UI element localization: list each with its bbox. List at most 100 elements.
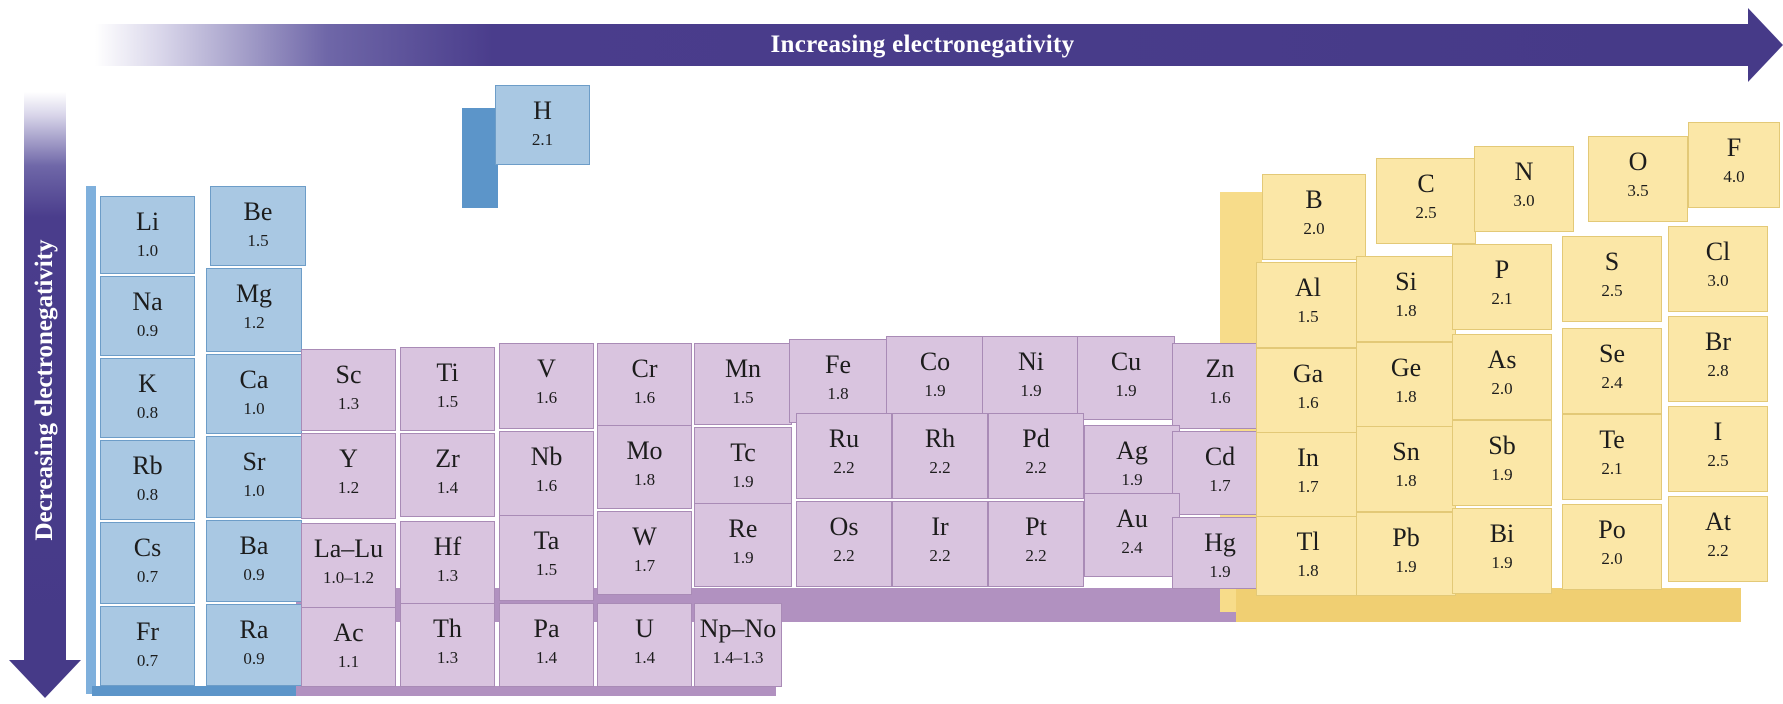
element-symbol: Ag — [1116, 436, 1148, 465]
hydrogen-cube-face — [462, 108, 498, 208]
s-block-bottom-face — [92, 686, 296, 696]
increasing-arrow-head — [1748, 8, 1783, 82]
increasing-electronegativity-label: Increasing electronegativity — [770, 31, 1075, 58]
element-symbol: Tl — [1296, 527, 1320, 556]
electronegativity-value: 1.6 — [535, 388, 558, 407]
electronegativity-value: 1.4 — [535, 648, 558, 667]
electronegativity-value: 1.6 — [1297, 393, 1319, 412]
electronegativity-value: 2.0 — [1303, 219, 1325, 238]
electronegativity-value: 1.2 — [337, 478, 360, 497]
electronegativity-value: 1.9 — [1491, 553, 1513, 572]
element-symbol: Cs — [133, 533, 162, 562]
electronegativity-value: 1.4 — [436, 478, 459, 497]
electronegativity-value: 1.7 — [1209, 476, 1231, 495]
electronegativity-value: 0.9 — [243, 565, 265, 584]
element-symbol: Cd — [1204, 442, 1236, 471]
electronegativity-value: 1.7 — [1297, 477, 1319, 496]
electronegativity-value: 1.8 — [1395, 471, 1417, 490]
element-symbol: At — [1705, 507, 1731, 536]
element-symbol: As — [1487, 345, 1517, 374]
element-symbol: I — [1713, 417, 1723, 446]
increasing-arrow-bar — [95, 24, 1750, 66]
element-symbol: Te — [1599, 425, 1625, 454]
element-symbol: Nb — [530, 442, 563, 471]
element-symbol: Ge — [1390, 353, 1422, 382]
electronegativity-value: 0.9 — [136, 321, 159, 340]
electronegativity-value: 1.9 — [1020, 381, 1042, 400]
electronegativity-value: 1.1 — [337, 652, 360, 671]
electronegativity-value: 2.1 — [1601, 459, 1623, 478]
electronegativity-value: 1.3 — [337, 394, 360, 413]
electronegativity-value: 1.5 — [247, 231, 269, 250]
f-row-bottom-face — [296, 686, 776, 696]
electronegativity-value: 1.3 — [436, 648, 459, 667]
element-symbol: Hg — [1204, 528, 1236, 557]
element-symbol: V — [537, 354, 556, 383]
element-symbol: Zn — [1205, 354, 1235, 383]
electronegativity-value: 1.9 — [1209, 562, 1231, 581]
electronegativity-value: 1.7 — [633, 556, 656, 575]
element-symbol: Pt — [1025, 512, 1047, 541]
element-symbol: Ni — [1018, 347, 1044, 376]
electronegativity-value: 3.5 — [1627, 181, 1649, 200]
element-symbol: Ba — [239, 531, 269, 560]
electronegativity-value: 2.2 — [1707, 541, 1729, 560]
element-symbol: Y — [339, 444, 358, 473]
element-symbol: Hf — [433, 532, 462, 561]
electronegativity-value: 1.0 — [243, 399, 265, 418]
element-cell-cd: Cd 1.7 — [1172, 431, 1268, 515]
electronegativity-value: 2.2 — [833, 546, 855, 565]
electronegativity-value: 2.0 — [1601, 549, 1623, 568]
element-cell-hg: Hg 1.9 — [1172, 517, 1268, 589]
element-symbol: H — [533, 96, 552, 125]
electronegativity-value: 1.5 — [732, 388, 754, 407]
element-symbol: Tc — [730, 438, 756, 467]
element-cell-mn: Mn 1.5 — [694, 343, 792, 425]
element-symbol: Cl — [1705, 237, 1731, 266]
element-symbol: Co — [919, 347, 951, 376]
electronegativity-value: 2.5 — [1707, 451, 1729, 470]
element-symbol: Os — [829, 512, 859, 541]
element-cell-te: Te 2.1 — [1562, 414, 1662, 500]
element-symbol: Mn — [724, 354, 762, 383]
electronegativity-value: 1.6 — [633, 388, 656, 407]
element-symbol: Li — [135, 207, 160, 236]
element-cell-os: Os 2.2 — [796, 501, 892, 587]
element-symbol: Ir — [931, 512, 949, 541]
electronegativity-value: 1.5 — [1297, 307, 1319, 326]
element-cell-y: Y 1.2 — [301, 433, 396, 519]
electronegativity-value: 1.0 — [243, 481, 265, 500]
electronegativity-value: 1.8 — [1395, 301, 1417, 320]
electronegativity-value: 2.5 — [1601, 281, 1623, 300]
